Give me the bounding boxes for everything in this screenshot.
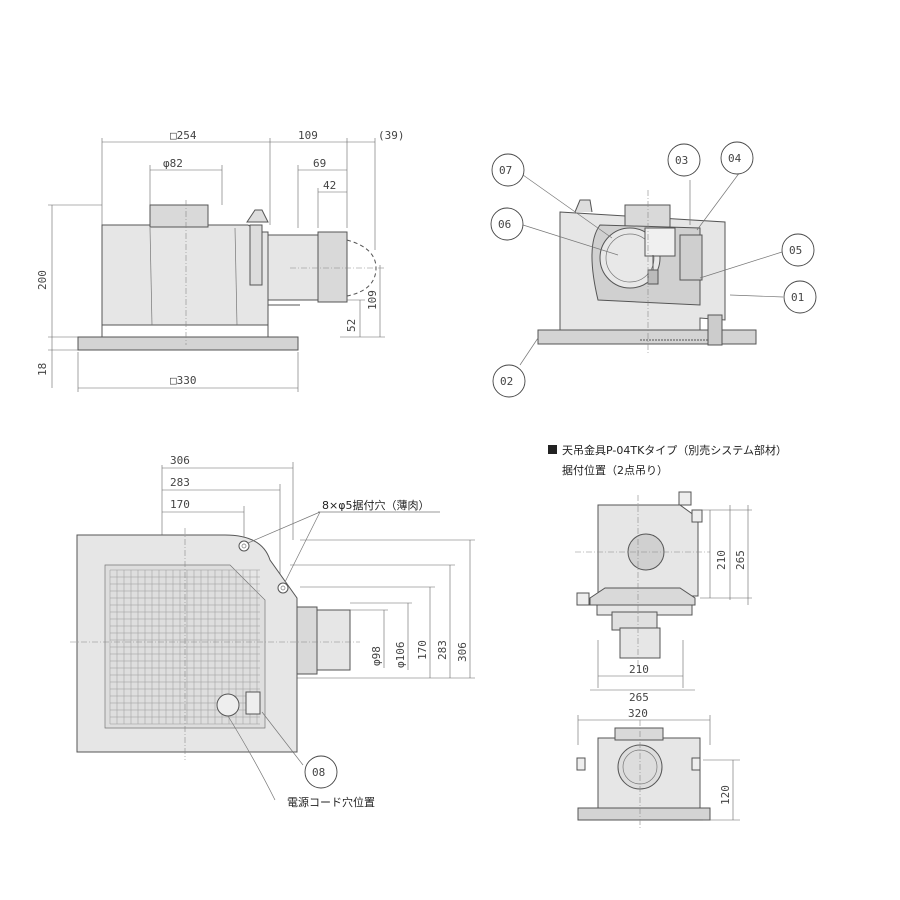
dim-bracket-h265: 265 xyxy=(629,691,649,704)
dim-330: □330 xyxy=(170,374,197,387)
callout-02: 02 xyxy=(492,364,526,398)
dim-52: 52 xyxy=(345,319,358,332)
callout-05: 05 xyxy=(781,233,815,267)
dim-306: 306 xyxy=(170,454,190,467)
callout-08: 08 xyxy=(304,755,338,789)
callout-07: 07 xyxy=(491,153,525,187)
dim-109v: 109 xyxy=(366,290,379,310)
svg-text:05: 05 xyxy=(789,244,802,257)
callout-04: 04 xyxy=(720,141,754,175)
dim-200: 200 xyxy=(36,270,49,290)
svg-text:07: 07 xyxy=(499,164,512,177)
dim-dia82: φ82 xyxy=(163,157,183,170)
cutaway-view xyxy=(519,171,784,366)
dim-69: 69 xyxy=(313,157,326,170)
cord-hole-label: 電源コード穴位置 xyxy=(287,795,375,809)
dim-170v: 170 xyxy=(416,640,429,660)
dim-39: (39) xyxy=(378,129,405,142)
dim-42: 42 xyxy=(323,179,336,192)
dim-18: 18 xyxy=(36,363,49,376)
callout-01: 01 xyxy=(783,280,817,314)
dim-283: 283 xyxy=(170,476,190,489)
dim-bracket-h210: 210 xyxy=(629,663,649,676)
callout-03: 03 xyxy=(667,143,701,177)
dim-dia98: φ98 xyxy=(370,646,383,666)
bracket-title: 天吊金具P-04TKタイプ（別売システム部材） xyxy=(562,443,787,457)
dim-bracket-h120: 120 xyxy=(719,785,732,805)
dim-306v: 306 xyxy=(456,642,469,662)
svg-text:06: 06 xyxy=(498,218,511,231)
dim-170: 170 xyxy=(170,498,190,511)
svg-text:02: 02 xyxy=(500,375,513,388)
svg-text:03: 03 xyxy=(675,154,688,167)
dim-bracket-v210: 210 xyxy=(715,550,728,570)
dim-bracket-v265: 265 xyxy=(734,550,747,570)
bracket-views: 天吊金具P-04TKタイプ（別売システム部材） 据付位置（2点吊り） xyxy=(548,443,787,830)
svg-text:08: 08 xyxy=(312,766,325,779)
side-elevation-view: □254 109 (39) φ82 69 42 200 18 52 109 □3… xyxy=(36,129,405,392)
bullet-square-icon xyxy=(548,445,557,454)
dim-bracket-w320: 320 xyxy=(628,707,648,720)
svg-text:04: 04 xyxy=(728,152,742,165)
dim-283v: 283 xyxy=(436,640,449,660)
svg-text:01: 01 xyxy=(791,291,804,304)
mounting-holes-label: 8×φ5据付穴（薄肉） xyxy=(322,498,429,512)
plan-view: 306 283 170 8×φ5据付穴（薄肉） φ98 φ106 170 283… xyxy=(70,454,475,809)
bracket-subtitle: 据付位置（2点吊り） xyxy=(562,463,668,477)
dim-dia106: φ106 xyxy=(394,642,407,669)
callout-06: 06 xyxy=(490,207,524,241)
dim-254: □254 xyxy=(170,129,197,142)
dim-109: 109 xyxy=(298,129,318,142)
